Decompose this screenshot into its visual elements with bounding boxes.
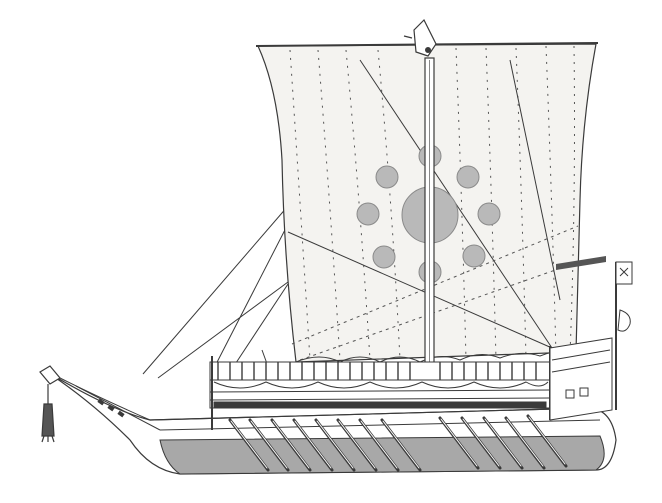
oars-inner	[230, 416, 566, 469]
prow-ornament	[39, 365, 61, 443]
deck-structure	[209, 346, 551, 430]
rigging	[142, 205, 289, 379]
stern-castle	[549, 256, 633, 421]
